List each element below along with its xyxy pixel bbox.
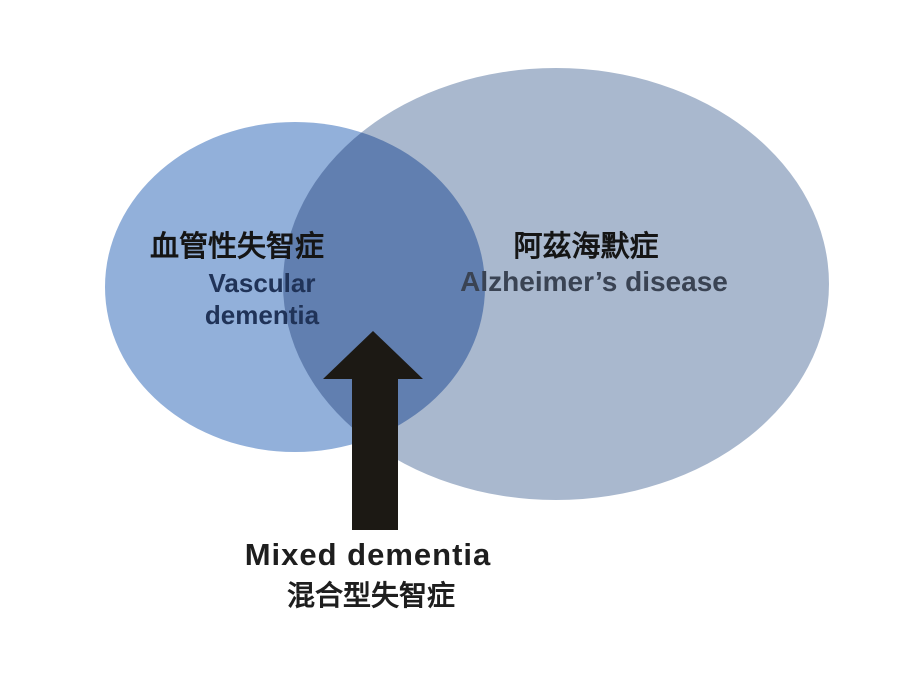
mixed-dementia-label-en: Mixed dementia <box>244 537 492 572</box>
alzheimers-disease-label-en: Alzheimer’s disease <box>460 266 728 297</box>
vascular-dementia-label-en: Vascular dementia <box>205 267 319 331</box>
vascular-dementia-label-zh: 血管性失智症 <box>149 231 325 263</box>
vascular-dementia-label-en-line2: dementia <box>204 300 320 330</box>
vascular-dementia-label-en-line1: Vascular <box>208 267 316 298</box>
alzheimers-disease-label-zh: 阿茲海默症 <box>513 231 659 263</box>
mixed-dementia-label-zh: 混合型失智症 <box>286 580 456 611</box>
